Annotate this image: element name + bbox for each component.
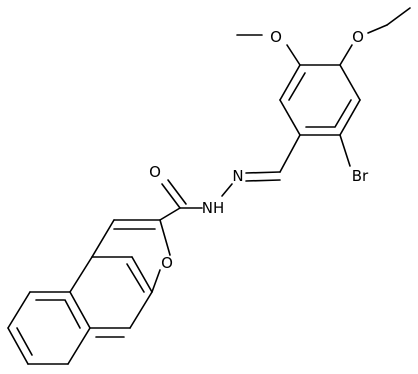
bond: [67, 327, 91, 365]
bond: [334, 99, 352, 128]
imine-nitrogen-label: N: [232, 167, 243, 185]
methoxy-oxygen-label: O: [270, 28, 282, 46]
bond: [131, 256, 153, 293]
bond: [286, 44, 301, 66]
hydrazide-nh-label: NH: [202, 199, 225, 217]
bond: [69, 291, 91, 329]
bond: [69, 256, 93, 293]
carbonyl-oxygen-label: O: [149, 163, 161, 181]
bond: [221, 183, 233, 197]
bond: [16, 327, 33, 356]
bond: [161, 183, 181, 209]
bromine-label: Br: [352, 167, 369, 185]
bond: [279, 99, 301, 136]
bond: [126, 263, 145, 293]
bond: [159, 207, 181, 221]
bond: [339, 134, 351, 167]
bond: [339, 64, 361, 101]
bond: [64, 299, 81, 329]
bond: [245, 171, 281, 174]
bond: [279, 134, 301, 173]
bond: [167, 179, 187, 205]
atom-labels: O NH N O Br O O: [149, 28, 369, 272]
bond: [339, 44, 353, 66]
bond: [91, 219, 115, 258]
bond: [7, 327, 29, 365]
bond: [151, 269, 161, 293]
ethoxy-oxygen-label: O: [352, 28, 364, 46]
bond: [159, 219, 171, 256]
bond: [367, 24, 388, 34]
bonds: [7, 7, 411, 365]
bond: [279, 64, 301, 101]
bond: [245, 179, 281, 182]
bond: [339, 99, 361, 136]
bond: [386, 7, 411, 26]
bond: [129, 291, 153, 329]
bond: [288, 72, 306, 101]
furan-oxygen-label: O: [161, 254, 173, 272]
bond: [7, 291, 31, 329]
